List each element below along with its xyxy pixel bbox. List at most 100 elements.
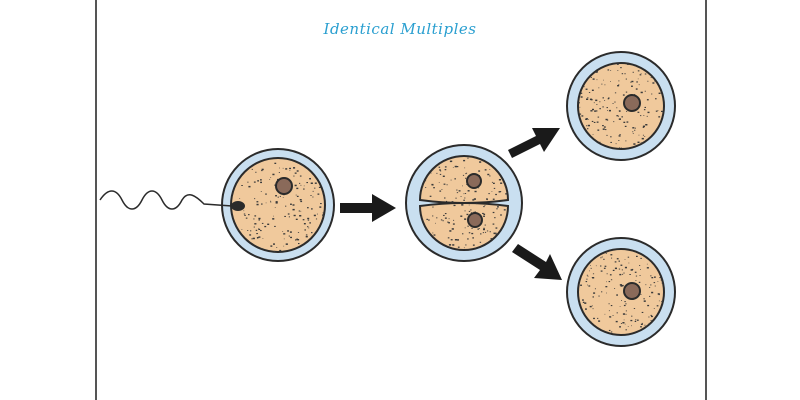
speckle-dot <box>248 214 250 216</box>
speckle-dot <box>495 193 497 196</box>
speckle-dot <box>500 182 503 184</box>
speckle-dot <box>605 118 608 121</box>
speckle-dot <box>588 92 591 93</box>
speckle-dot <box>491 191 493 192</box>
speckle-dot <box>432 232 434 234</box>
speckle-dot <box>446 184 448 186</box>
speckle-dot <box>310 182 313 184</box>
speckle-dot <box>632 131 634 133</box>
speckle-dot <box>638 281 641 283</box>
speckle-dot <box>298 243 300 245</box>
speckle-dot <box>663 102 664 105</box>
speckle-dot <box>472 199 475 201</box>
speckle-dot <box>596 121 599 123</box>
speckle-dot <box>587 124 590 127</box>
speckle-dot <box>472 244 475 246</box>
speckle-dot <box>424 180 427 182</box>
speckle-dot <box>258 217 261 220</box>
speckle-dot <box>273 243 275 245</box>
speckle-dot <box>484 231 487 233</box>
speckle-dot <box>583 301 585 303</box>
speckle-dot <box>635 280 637 281</box>
speckle-dot <box>440 170 442 172</box>
fertilized-egg <box>99 148 335 262</box>
speckle-dot <box>247 181 249 183</box>
speckle-dot <box>602 125 604 127</box>
speckle-dot <box>623 319 625 321</box>
speckle-dot <box>603 267 606 269</box>
speckle-dot <box>493 182 495 184</box>
speckle-dot <box>590 76 592 78</box>
speckle-dot <box>461 204 464 206</box>
speckle-dot <box>601 291 603 293</box>
speckle-dot <box>611 257 613 259</box>
speckle-dot <box>467 238 469 240</box>
speckle-dot <box>311 232 313 234</box>
speckle-dot <box>438 182 440 183</box>
speckle-dot <box>597 116 600 118</box>
speckle-dot <box>640 73 642 74</box>
speckle-dot <box>452 223 455 225</box>
speckle-dot <box>273 250 276 252</box>
speckle-dot <box>612 103 614 104</box>
speckle-dot <box>270 201 272 203</box>
speckle-dot <box>495 233 498 235</box>
speckle-dot <box>606 281 607 283</box>
speckle-dot <box>460 196 462 197</box>
speckle-dot <box>587 284 588 286</box>
speckle-dot <box>251 168 253 170</box>
speckle-dot <box>661 110 663 112</box>
speckle-dot <box>464 268 466 269</box>
speckle-dot <box>621 73 624 75</box>
speckle-dot <box>644 73 647 75</box>
speckle-dot <box>620 147 622 148</box>
speckle-dot <box>630 319 633 322</box>
speckle-dot <box>471 232 474 235</box>
speckle-dot <box>253 218 255 220</box>
speckle-dot <box>486 230 489 232</box>
speckle-dot <box>310 195 312 196</box>
speckle-dot <box>638 134 640 136</box>
speckle-dot <box>604 84 606 86</box>
speckle-dot <box>451 201 454 203</box>
speckle-dot <box>590 267 592 269</box>
speckle-dot <box>491 255 493 256</box>
speckle-dot <box>277 196 279 198</box>
speckle-dot <box>476 203 478 205</box>
speckle-dot <box>283 238 285 240</box>
speckle-dot <box>261 168 264 171</box>
speckle-dot <box>622 313 626 315</box>
speckle-dot <box>624 125 627 127</box>
speckle-dot <box>444 213 447 215</box>
speckle-dot <box>590 99 593 101</box>
speckle-dot <box>452 167 454 168</box>
speckle-dot <box>649 295 651 297</box>
speckle-dot <box>453 219 455 221</box>
speckle-dot <box>450 179 452 181</box>
speckle-dot <box>426 218 428 220</box>
speckle-dot <box>585 88 588 90</box>
speckle-dot <box>639 265 641 266</box>
speckle-dot <box>610 70 612 71</box>
speckle-dot <box>623 304 626 307</box>
speckle-dot <box>270 245 273 247</box>
speckle-dot <box>648 323 651 325</box>
speckle-dot <box>303 188 305 190</box>
speckle-dot <box>603 258 605 260</box>
speckle-dot <box>503 209 506 211</box>
speckle-dot <box>587 97 589 99</box>
speckle-dot <box>619 273 622 276</box>
speckle-dot <box>493 187 496 189</box>
speckle-dot <box>614 101 616 103</box>
speckle-dot <box>614 261 617 263</box>
speckle-dot <box>610 279 613 281</box>
speckle-dot <box>261 248 262 250</box>
speckle-dot <box>443 183 446 185</box>
speckle-dot <box>289 167 291 170</box>
speckle-dot <box>309 178 311 180</box>
speckle-dot <box>250 230 252 232</box>
speckle-dot <box>616 107 618 109</box>
speckle-dot <box>602 97 604 99</box>
speckle-dot <box>447 237 450 239</box>
